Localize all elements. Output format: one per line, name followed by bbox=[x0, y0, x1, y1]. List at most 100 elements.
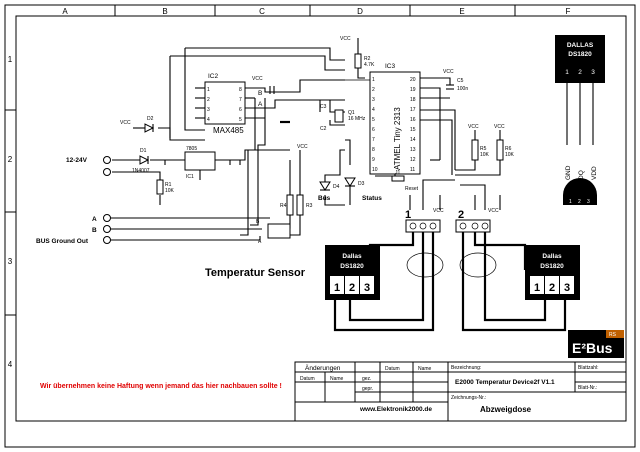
sensor-left: Dallas DS1820 1 2 3 bbox=[325, 245, 380, 300]
tb-title: E2000 Temperatur Device2f V1.1 bbox=[455, 379, 555, 386]
column-header: A B C D E F bbox=[62, 5, 571, 16]
ds1820-vdd-label: VDD bbox=[591, 166, 598, 180]
ic2-part-label: MAX485 bbox=[213, 126, 244, 135]
ds1820-pin-1: 1 bbox=[565, 69, 569, 76]
ic2-pin-3: 3 bbox=[207, 107, 210, 113]
switch-a-label: A bbox=[258, 239, 262, 245]
status-led-label: Status bbox=[362, 195, 382, 202]
ic3-pin-8: 8 bbox=[372, 147, 375, 153]
c3-label: C3 bbox=[320, 104, 327, 110]
sensor-right-pin-3: 3 bbox=[564, 282, 570, 294]
ic2-max485: IC2 MAX485 1 2 3 4 8 7 6 5 B A bbox=[204, 73, 263, 135]
led-status-d3: D3 Status bbox=[344, 177, 382, 202]
j1-label: J1 bbox=[395, 170, 401, 176]
r2-value: 4.7K bbox=[364, 62, 375, 68]
sensor-left-brand: Dallas bbox=[342, 253, 362, 260]
ic2-vcc-label: VCC bbox=[252, 76, 263, 82]
d4-label: D4 bbox=[333, 184, 340, 190]
ic3-pin-5: 5 bbox=[372, 117, 375, 123]
resistor-r3: R3 VCC bbox=[296, 144, 313, 216]
ic2-pin-b-label: B bbox=[258, 90, 262, 97]
supply-terminals: 12-24V bbox=[66, 156, 111, 176]
row-label-3: 3 bbox=[8, 257, 13, 266]
c2-label: C2 bbox=[320, 126, 327, 132]
resistor-r4: R4 bbox=[280, 194, 294, 216]
wiring bbox=[110, 38, 567, 332]
d3-label: D3 bbox=[358, 181, 365, 187]
ic3-pin-18: 18 bbox=[410, 97, 416, 103]
sensor-left-pin-1: 1 bbox=[334, 282, 340, 294]
connector-2: 2 VCC bbox=[455, 208, 499, 233]
ic3-pin-10: 10 bbox=[372, 167, 378, 173]
sensor-left-pin-2: 2 bbox=[349, 282, 355, 294]
tb-zeichnungs-nr: Zeichnungs-Nr.: bbox=[451, 395, 486, 401]
ds1820-dq-label: DQ bbox=[578, 170, 585, 180]
ds1820-bottom-pin-3: 3 bbox=[587, 199, 590, 205]
ds1820-bottom-pin-1: 1 bbox=[569, 199, 572, 205]
r1-value: 10K bbox=[165, 188, 175, 194]
tb-gepr: gepr. bbox=[362, 386, 373, 392]
d2-label: D2 bbox=[147, 116, 154, 122]
column-label-e: E bbox=[459, 7, 464, 16]
resistor-r5: VCC R5 10K bbox=[468, 124, 490, 161]
tb-bezeichnung: Bezeichnung: bbox=[451, 365, 481, 371]
capacitor-c5: VCC C5 100n bbox=[443, 69, 468, 92]
bus-ground-label: BUS Ground Out bbox=[36, 238, 89, 245]
bus-led-label: Bus bbox=[318, 195, 331, 202]
disclaimer: Wir übernehmen keine Haftung wenn jemand… bbox=[40, 383, 282, 390]
reset-jumper-j1: J1 Reset bbox=[391, 170, 419, 192]
logo-text: E²Bus bbox=[572, 340, 613, 356]
quartz-value: 16 MHz bbox=[348, 116, 366, 122]
ds1820-gnd-label: GND bbox=[565, 165, 572, 180]
quartz-label: Q1 bbox=[348, 110, 355, 116]
tb-name-left: Name bbox=[330, 376, 344, 382]
ds1820-model: DS1820 bbox=[568, 51, 592, 58]
column-label-f: F bbox=[566, 7, 571, 16]
r3-vcc-label: VCC bbox=[297, 144, 308, 150]
bus-terminals: A B BUS Ground Out bbox=[36, 214, 111, 245]
supply-label: 12-24V bbox=[66, 157, 88, 164]
ic3-pin-9: 9 bbox=[372, 157, 375, 163]
r5-label: R5 bbox=[480, 146, 487, 152]
r6-value: 10K bbox=[505, 152, 515, 158]
tb-datum: Datum bbox=[385, 366, 400, 372]
ic3-pin-15: 15 bbox=[410, 127, 416, 133]
ic3-pin-17: 17 bbox=[410, 107, 416, 113]
ds1820-part-symbol: DALLAS DS1820 1 2 3 GND DQ VDD 1 2 3 bbox=[555, 35, 605, 205]
ic2-pin-a-label: A bbox=[258, 101, 263, 108]
ds1820-pin-3: 3 bbox=[591, 69, 595, 76]
ic3-pin-19: 19 bbox=[410, 87, 416, 93]
sensor-right-model: DS1820 bbox=[540, 263, 564, 270]
ic2-pin-5: 5 bbox=[239, 117, 242, 123]
logo-tag: RS bbox=[609, 332, 617, 338]
terminal-a-label: A bbox=[92, 216, 97, 223]
ic3-pin-6: 6 bbox=[372, 127, 375, 133]
connector-1-vcc: VCC bbox=[433, 208, 444, 214]
ic3-pin-7: 7 bbox=[372, 137, 375, 143]
ds1820-bottom-pin-2: 2 bbox=[578, 199, 581, 205]
ic3-pin-2: 2 bbox=[372, 87, 375, 93]
r3-label: R3 bbox=[306, 203, 313, 209]
tb-website: www.Elektronik2000.de bbox=[359, 406, 432, 413]
r5-value: 10K bbox=[480, 152, 490, 158]
d1-part-label: 1N4007 bbox=[132, 168, 150, 174]
led-d2: VCC D2 bbox=[120, 116, 155, 133]
terminal-b-label: B bbox=[92, 227, 97, 234]
tb-datum-left: Datum bbox=[300, 376, 315, 382]
capacitor-ic2 bbox=[269, 86, 275, 94]
ic1-label: IC1 bbox=[186, 174, 194, 180]
ic3-pin-16: 16 bbox=[410, 117, 416, 123]
d2-vcc-label: VCC bbox=[120, 120, 131, 126]
sensor-left-pin-3: 3 bbox=[364, 282, 370, 294]
regulator-ic1: 7805 IC1 bbox=[184, 146, 216, 180]
bus-switch: B A bbox=[256, 219, 291, 245]
r1-label: R1 bbox=[165, 182, 172, 188]
ds1820-pin-2: 2 bbox=[578, 69, 582, 76]
ic3-pin-1: 1 bbox=[372, 77, 375, 83]
connector-2-vcc: VCC bbox=[488, 208, 499, 214]
ic3-pin-4: 4 bbox=[372, 107, 375, 113]
d1-label: D1 bbox=[140, 148, 147, 154]
row-label-2: 2 bbox=[8, 155, 13, 164]
led-bus-d4: D4 Bus bbox=[318, 181, 340, 202]
title-block: Änderungen Datum Name Datum Name gez. ge… bbox=[294, 361, 627, 422]
